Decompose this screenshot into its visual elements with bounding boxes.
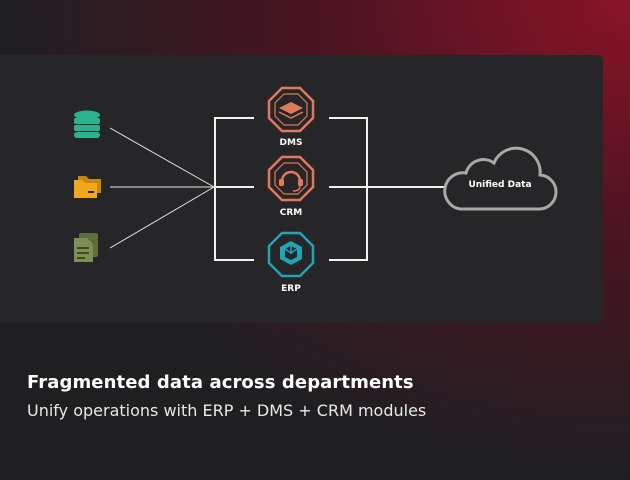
source-lines: [109, 127, 215, 249]
caption: Fragmented data across departments Unify…: [27, 372, 426, 420]
cloud-icon: [443, 146, 558, 211]
erp-label: ERP: [281, 284, 301, 294]
caption-title: Fragmented data across departments: [27, 372, 414, 393]
unified-data-label: Unified Data: [468, 180, 531, 190]
database-icon: [74, 110, 100, 138]
caption-subtitle: Unify operations with ERP + DMS + CRM mo…: [27, 401, 427, 420]
erp-module-icon: [267, 231, 315, 278]
folders-icon: [74, 176, 101, 198]
documents-icon: [74, 233, 98, 262]
dms-label: DMS: [280, 138, 303, 148]
left-bracket: [214, 117, 254, 261]
data-flow-diagram: DMS CRM ERP Unified Data: [74, 86, 558, 294]
crm-module-icon: [267, 155, 315, 202]
right-bracket: [329, 117, 445, 261]
dms-module-icon: [267, 86, 315, 133]
diagram-panel: DMS CRM ERP Unified Data: [0, 55, 603, 323]
crm-label: CRM: [280, 208, 303, 218]
